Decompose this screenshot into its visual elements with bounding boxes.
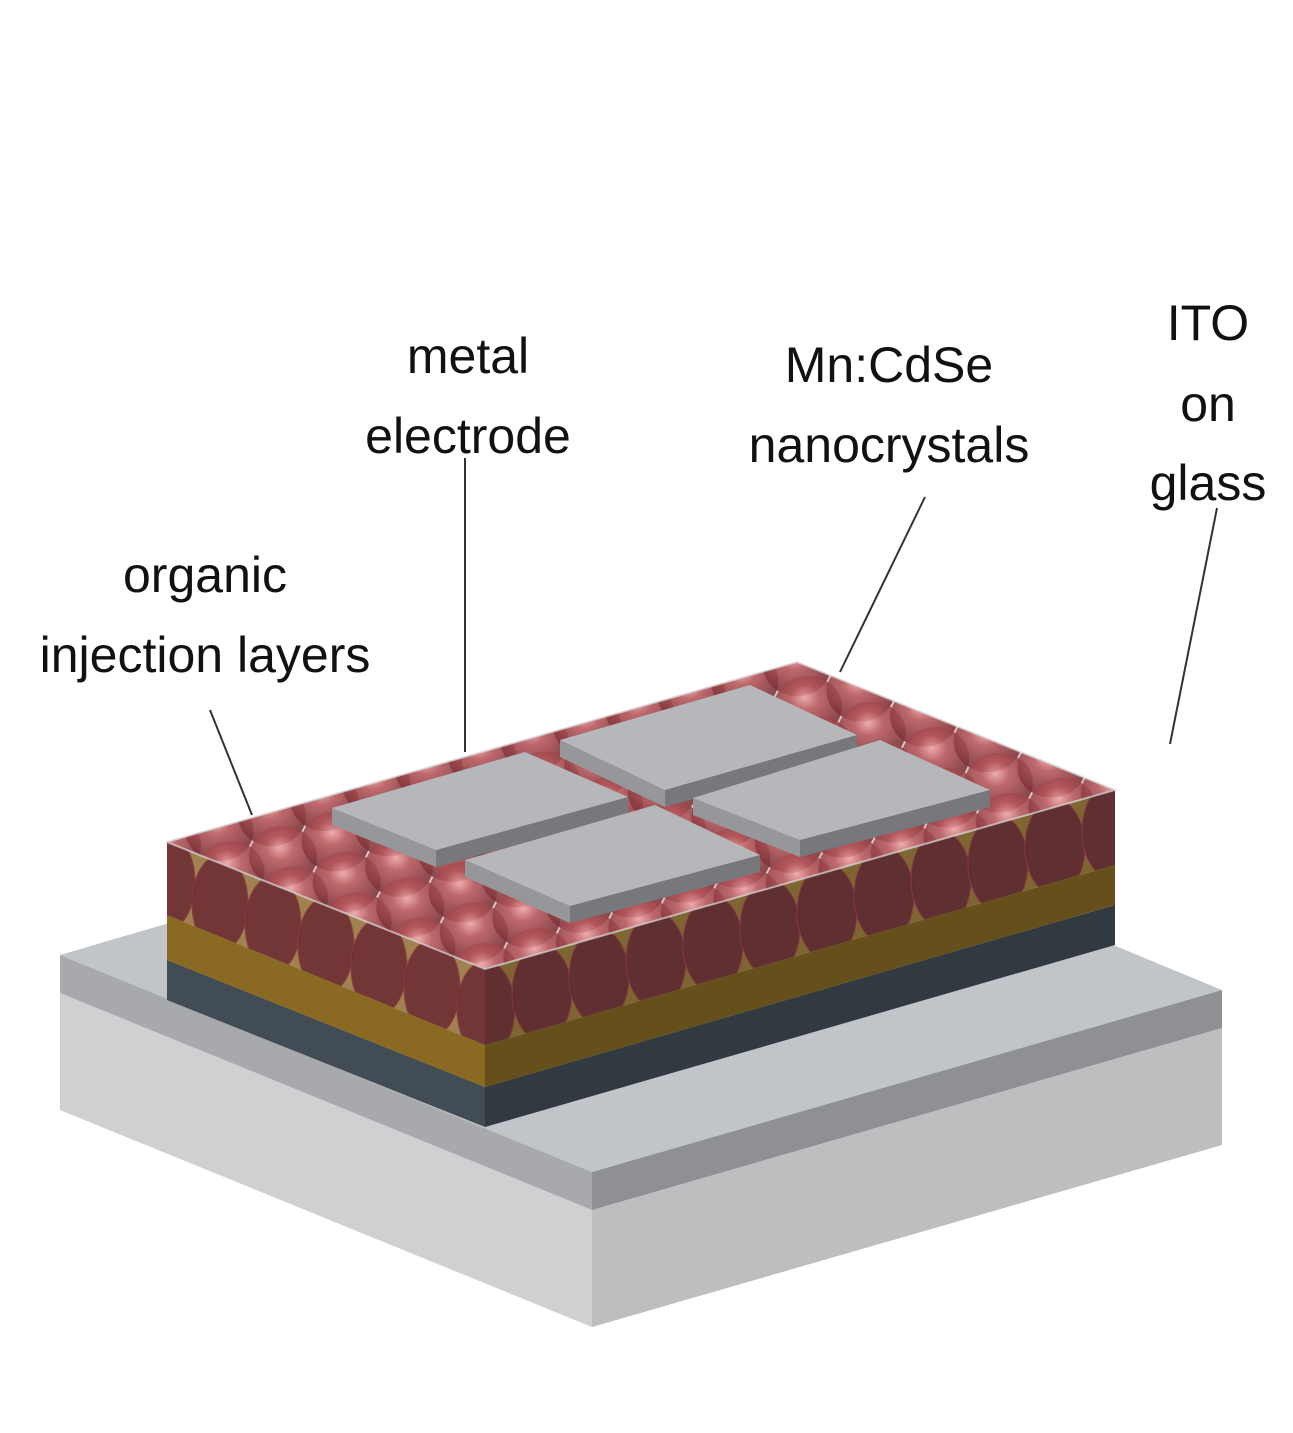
label-electrode: electrode	[365, 408, 571, 464]
label-metal: metal	[407, 328, 529, 384]
ito-layer	[60, 955, 1222, 1210]
nanocrystal-sphere	[451, 943, 519, 969]
label-nanocrystals: nanocrystals	[749, 417, 1030, 473]
metal-electrodes	[332, 685, 990, 923]
metal-electrode-pad	[465, 805, 760, 923]
leader-lines	[209, 458, 1218, 816]
metal-electrode-pad	[693, 740, 990, 857]
leader-organic	[209, 709, 253, 816]
organic-injection-layers	[167, 865, 1115, 1127]
metal-electrode-pad	[560, 685, 857, 807]
label-mncdse: Mn:CdSe	[785, 337, 993, 393]
label-organic: organic	[123, 547, 287, 603]
metal-electrode-pad	[332, 752, 628, 867]
label-on: on	[1180, 376, 1236, 432]
label-injection-layers: injection layers	[40, 627, 371, 683]
label-glass: glass	[1150, 455, 1267, 511]
nanocrystal-sphere	[456, 960, 485, 1045]
label-ito: ITO	[1167, 295, 1249, 351]
leader-ito	[1169, 507, 1218, 745]
leader-nanocrystals	[839, 496, 926, 673]
